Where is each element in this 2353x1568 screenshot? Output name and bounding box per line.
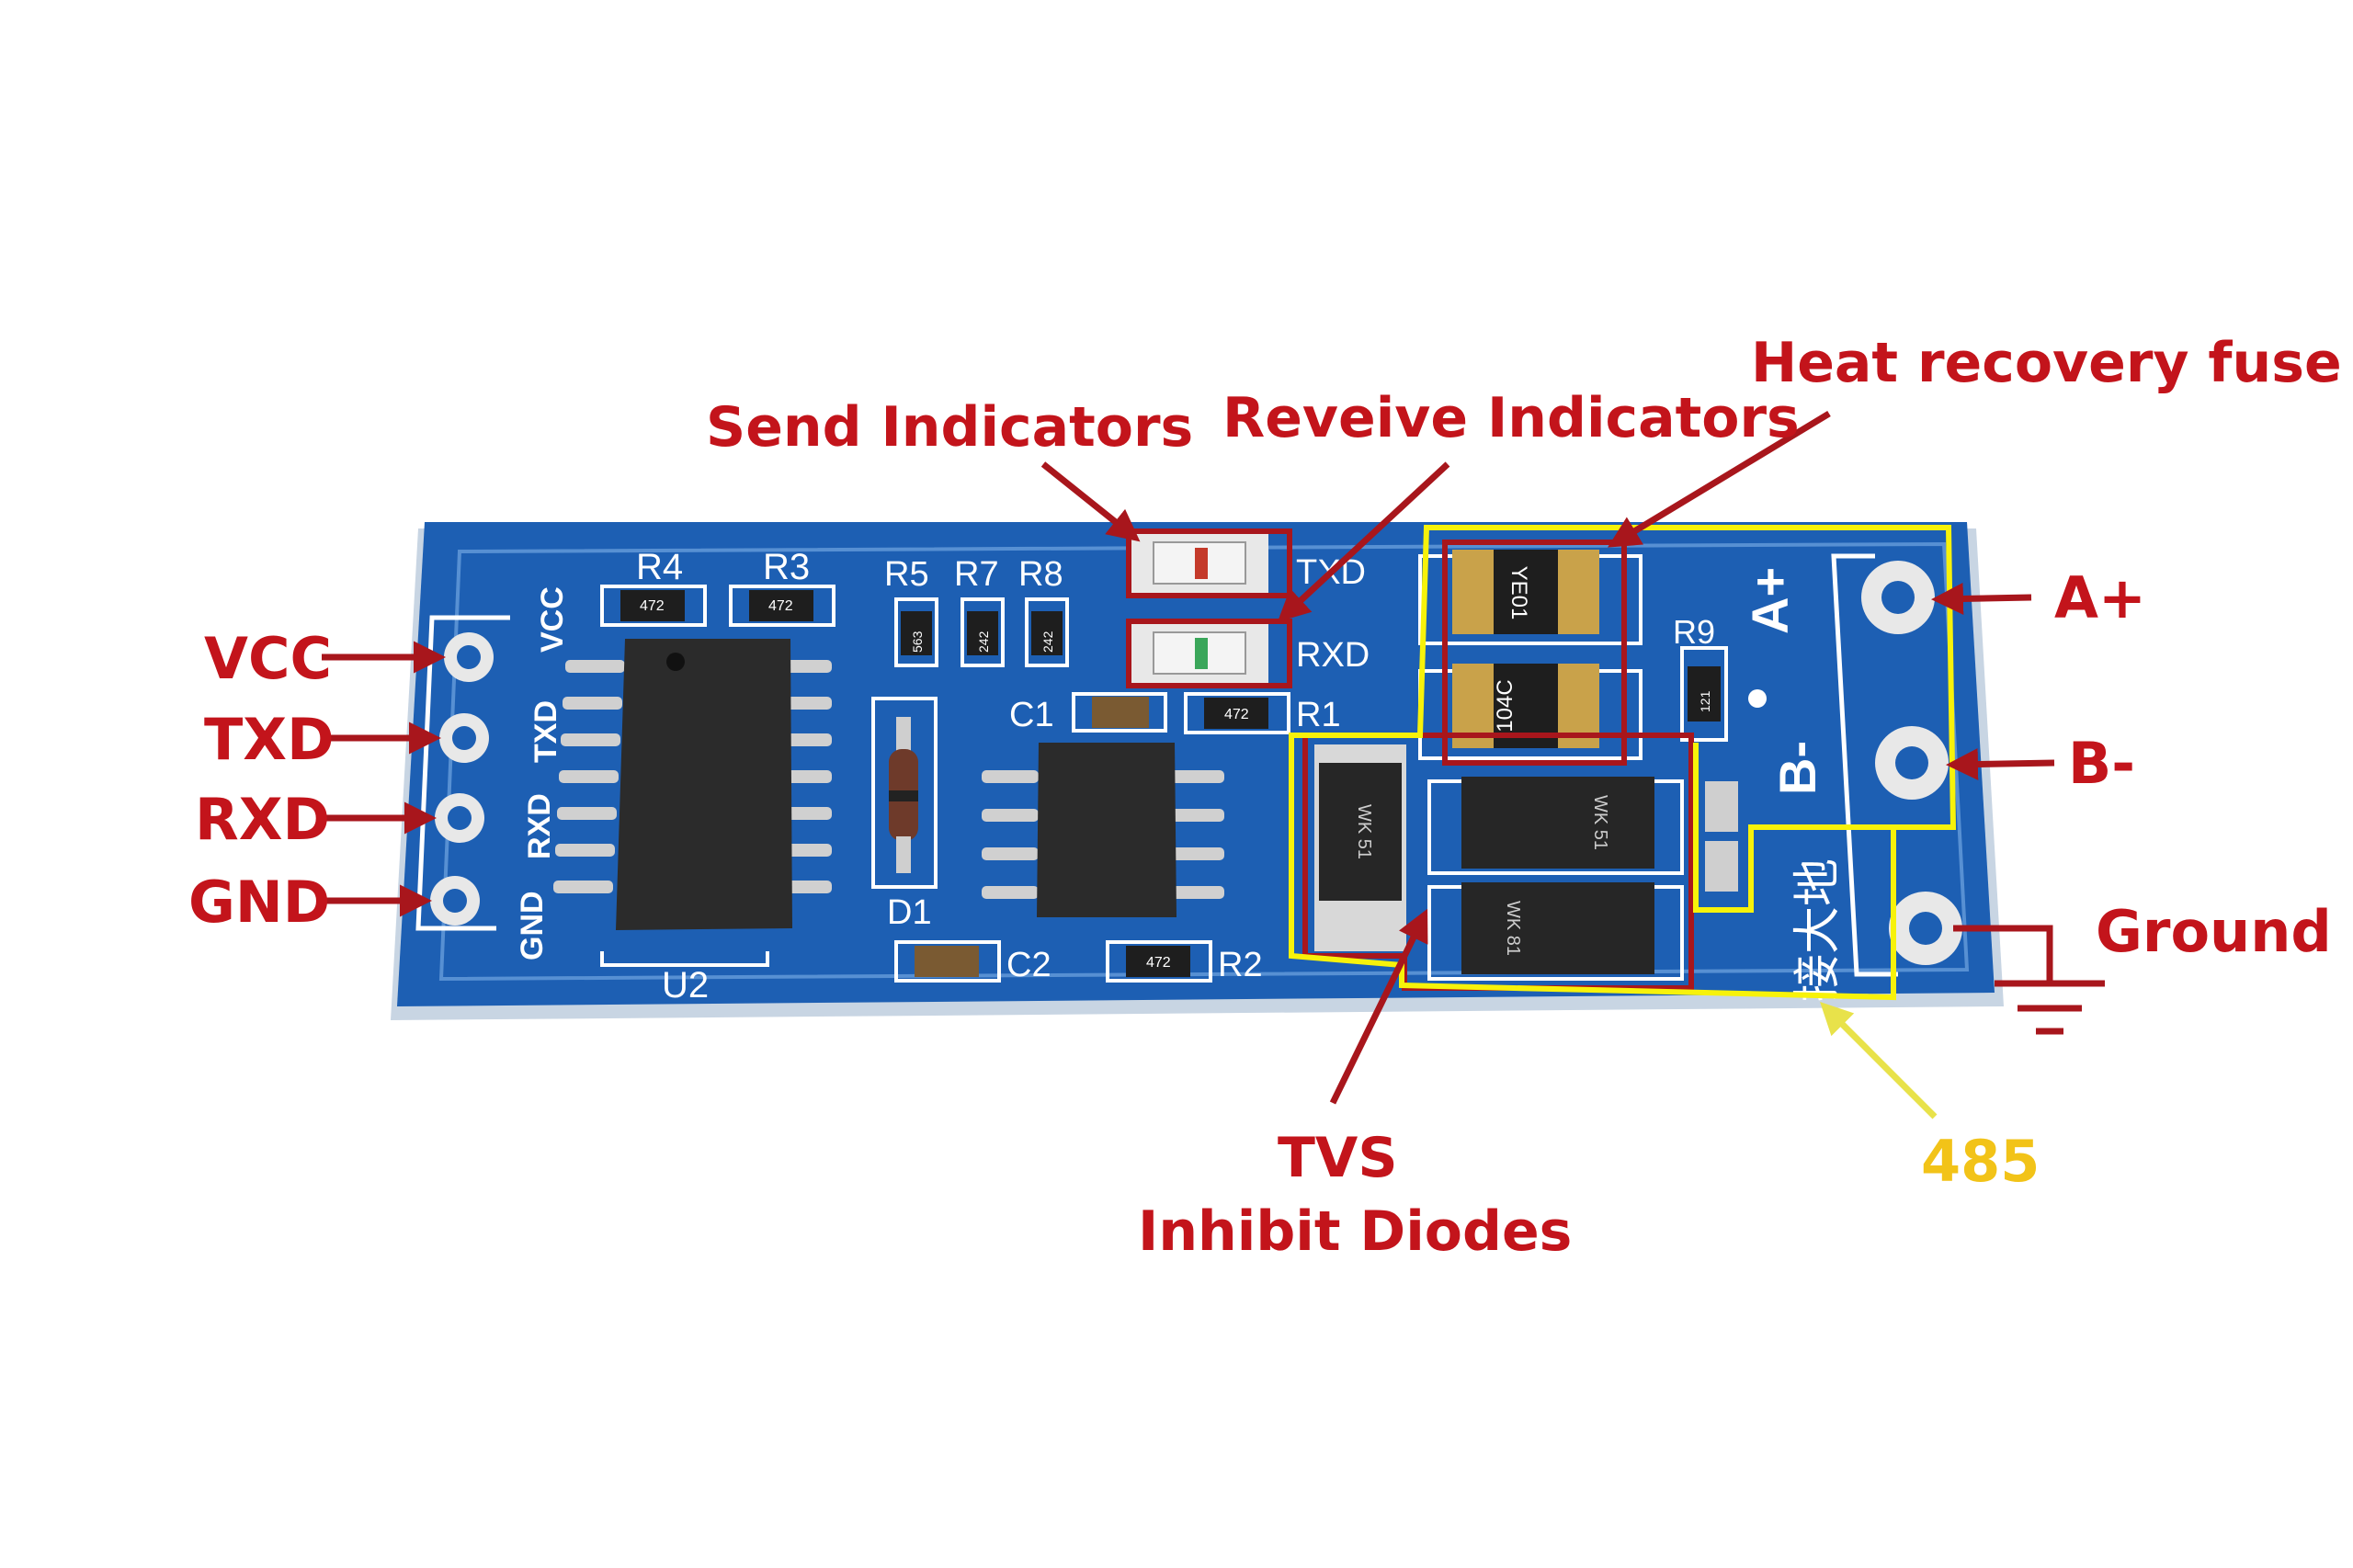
silk-u2: U2 bbox=[662, 965, 709, 1006]
svg-text:WK 81: WK 81 bbox=[1503, 901, 1523, 956]
c1-capacitor bbox=[1072, 692, 1167, 733]
r2-resistor: 472 bbox=[1106, 940, 1212, 983]
r3-resistor: 472 bbox=[729, 585, 835, 627]
label-send-indicators: Send Indicators bbox=[706, 395, 1193, 460]
pin-vcc bbox=[444, 632, 494, 682]
c2-capacitor bbox=[894, 940, 1001, 983]
tvs-arrow bbox=[1329, 908, 1428, 1105]
label-ground: Ground bbox=[2096, 898, 2332, 965]
d1-diode bbox=[871, 697, 938, 889]
svg-text:472: 472 bbox=[640, 598, 665, 614]
label-rxd: RXD bbox=[195, 786, 330, 853]
label-gnd: GND bbox=[188, 869, 330, 936]
fuse-box bbox=[1442, 540, 1627, 766]
svg-text:472: 472 bbox=[1224, 707, 1249, 722]
silk-b-minus: B- bbox=[1768, 741, 1826, 795]
small-caps bbox=[1705, 781, 1738, 892]
rxd-led bbox=[1131, 623, 1268, 683]
silk-c1: C1 bbox=[1009, 696, 1054, 734]
silk-a-plus: A+ bbox=[1741, 567, 1799, 634]
silk-r1: R1 bbox=[1296, 696, 1341, 734]
silk-rxd: RXD bbox=[522, 793, 557, 859]
tvs-diode-a: WK 51 bbox=[1314, 744, 1406, 951]
svg-text:YE01: YE01 bbox=[1506, 566, 1531, 620]
label-vcc: VCC bbox=[204, 625, 332, 692]
terminal-b bbox=[1875, 726, 1949, 800]
transceiver-chip bbox=[982, 743, 1224, 917]
silk-vcc: VCC bbox=[535, 586, 570, 653]
send-led-box bbox=[1126, 528, 1292, 598]
left-header bbox=[415, 615, 510, 931]
silk-gnd: GND bbox=[515, 891, 550, 960]
b-minus-arrow bbox=[1946, 747, 2055, 780]
a-plus-arrow bbox=[1931, 582, 2032, 615]
silk-r9: R9 bbox=[1673, 613, 1715, 651]
silk-txd: TXD bbox=[529, 700, 563, 763]
svg-text:WK 51: WK 51 bbox=[1590, 795, 1610, 850]
silk-r2: R2 bbox=[1218, 946, 1263, 984]
ground-symbol bbox=[1953, 925, 2105, 1035]
silk-r4: R4 bbox=[636, 547, 683, 587]
receive-led-box bbox=[1126, 619, 1292, 688]
silk-r7: R7 bbox=[954, 555, 999, 594]
svg-text:242: 242 bbox=[1040, 631, 1055, 653]
svg-text:104C: 104C bbox=[1493, 679, 1518, 732]
r1-resistor: 472 bbox=[1184, 692, 1290, 734]
svg-text:472: 472 bbox=[1146, 955, 1171, 971]
label-txd: TXD bbox=[204, 706, 335, 773]
label-b-minus: B- bbox=[2068, 730, 2135, 797]
fuse-arrow bbox=[1608, 411, 1831, 548]
label-485: 485 bbox=[1921, 1128, 2040, 1195]
rs485-arrow bbox=[1820, 1002, 1938, 1119]
send-arrow bbox=[1040, 461, 1141, 542]
terminal-a bbox=[1861, 561, 1935, 634]
label-receive-indicators: Reveive Indicators bbox=[1222, 386, 1800, 450]
fuse-top: YE01 bbox=[1418, 550, 1643, 645]
silk-r5: R5 bbox=[884, 555, 929, 594]
u2-chip bbox=[553, 639, 832, 930]
terminal-ground bbox=[1889, 892, 1962, 965]
label-tvs: TVS bbox=[1278, 1126, 1398, 1190]
label-inhibit-diodes: Inhibit Diodes bbox=[1138, 1199, 1572, 1264]
label-a-plus: A+ bbox=[2054, 564, 2146, 631]
r4-resistor: 472 bbox=[600, 585, 707, 627]
receive-arrow bbox=[1277, 461, 1450, 622]
pin-txd bbox=[439, 713, 489, 763]
txd-led bbox=[1131, 533, 1268, 593]
silk-rxd-led: RXD bbox=[1296, 636, 1370, 675]
svg-text:242: 242 bbox=[976, 631, 991, 653]
label-heat-recovery-fuse: Heat recovery fuse bbox=[1751, 331, 2342, 395]
silk-r3: R3 bbox=[763, 547, 810, 587]
svg-text:563: 563 bbox=[910, 631, 925, 653]
pin-rxd bbox=[435, 793, 484, 843]
silk-c2: C2 bbox=[1006, 946, 1051, 984]
svg-text:121: 121 bbox=[1698, 690, 1712, 712]
right-terminal bbox=[1831, 553, 1962, 977]
r5-resistor: 563 bbox=[894, 597, 938, 667]
tvs-diode-b: WK 51 bbox=[1427, 777, 1684, 875]
svg-text:472: 472 bbox=[768, 598, 793, 614]
tvs-diode-c: WK 81 bbox=[1427, 882, 1684, 981]
pin-gnd bbox=[430, 876, 480, 926]
silk-ground-cn: 接大地 bbox=[1790, 858, 1846, 1002]
r8-resistor: 242 bbox=[1025, 597, 1069, 667]
r9-resistor: 121 bbox=[1680, 646, 1728, 742]
silk-r8: R8 bbox=[1018, 555, 1063, 594]
r7-resistor: 242 bbox=[961, 597, 1005, 667]
silk-d1: D1 bbox=[887, 893, 932, 932]
rs485-region bbox=[1289, 525, 1957, 1001]
svg-text:WK 51: WK 51 bbox=[1354, 804, 1374, 859]
